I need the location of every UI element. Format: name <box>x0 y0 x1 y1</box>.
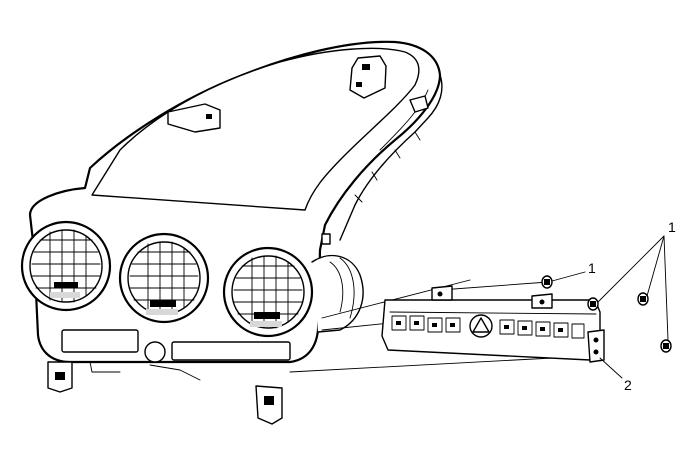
left-air-vent <box>20 220 112 312</box>
right-air-vent <box>222 246 314 338</box>
fastener-screw-left <box>541 275 553 289</box>
hazard-warning-icon <box>469 314 493 338</box>
fastener-screw-right-upper <box>587 297 599 311</box>
center-air-vent <box>118 232 210 324</box>
switch-assembly <box>381 285 605 363</box>
leader-lines <box>551 235 669 379</box>
fastener-screw-right-lower <box>660 339 672 353</box>
callout-1-right: 1 <box>668 219 676 235</box>
callout-1-left: 1 <box>588 260 596 276</box>
callout-2: 2 <box>624 377 632 393</box>
vent-duct <box>311 254 364 333</box>
fastener-screw-right-middle <box>637 292 649 306</box>
